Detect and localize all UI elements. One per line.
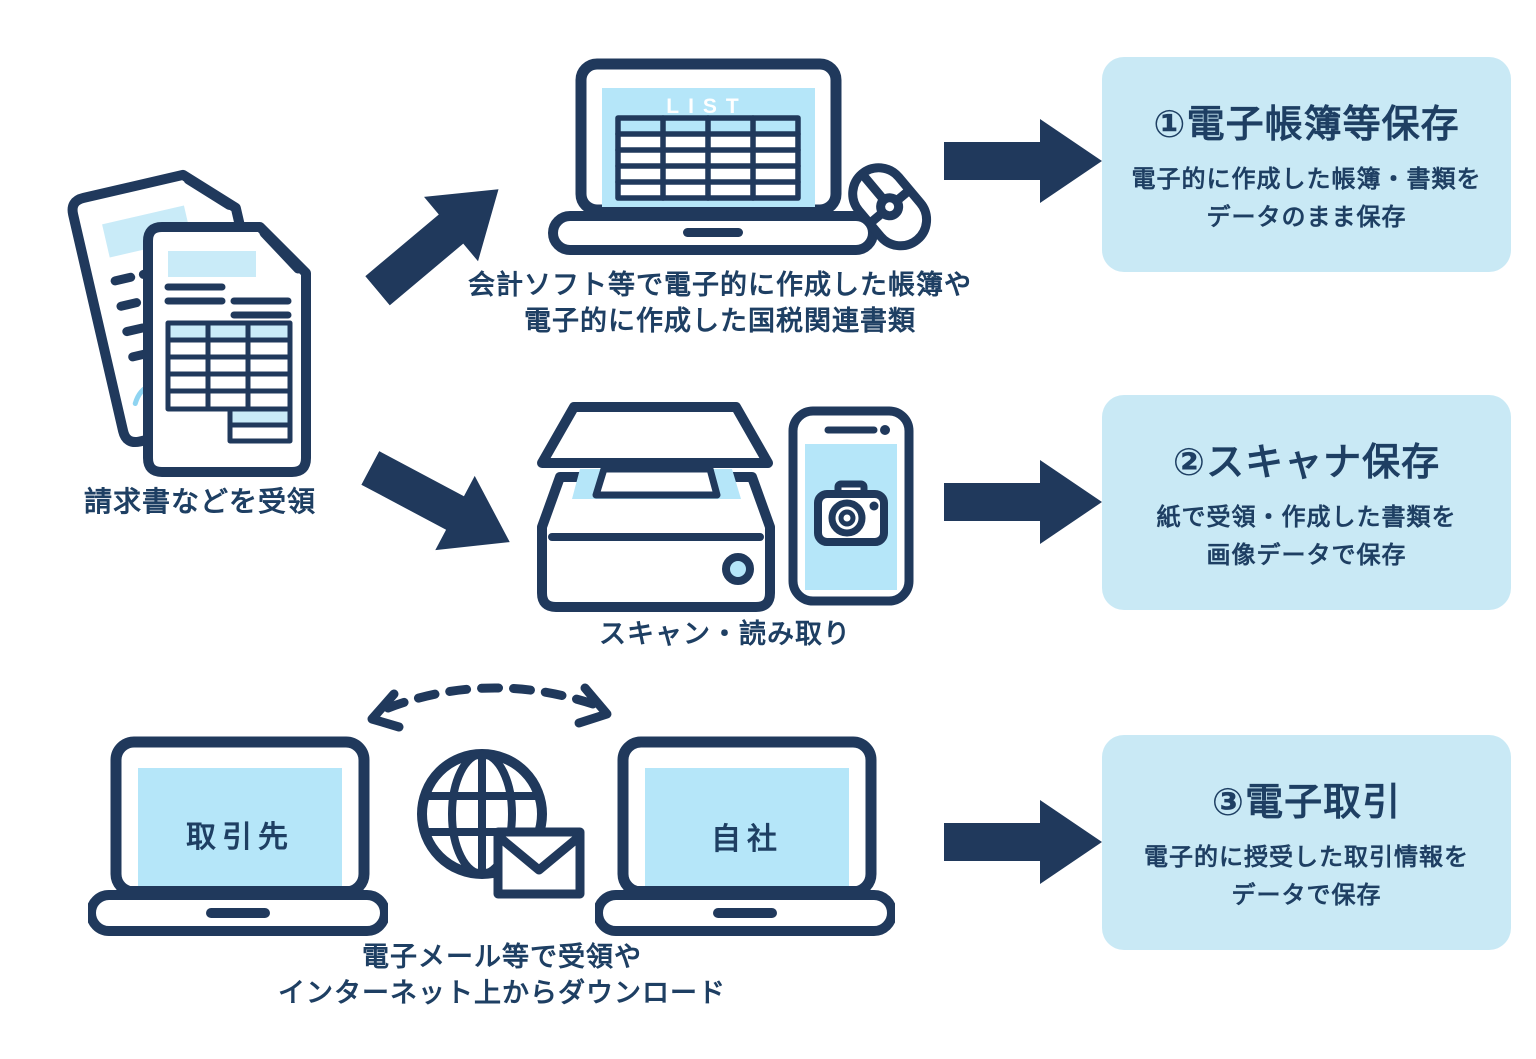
- result-desc: 電子的に作成した帳簿・書類を データのまま保存: [1132, 161, 1482, 235]
- result-title: ③電子取引: [1211, 782, 1402, 825]
- arrow-down-right-icon: [361, 451, 510, 551]
- result-title: ②スキャナ保存: [1172, 442, 1441, 485]
- partner-laptop-icon: [88, 736, 388, 936]
- result-desc-line1: 電子的に授受した取引情報を: [1144, 844, 1469, 872]
- flow1-caption-line1: 会計ソフト等で電子的に作成した帳簿や: [468, 270, 972, 300]
- flow3-caption-line1: 電子メール等で受領や: [362, 942, 642, 972]
- envelope-icon: [493, 827, 585, 899]
- company-laptop-icon: [595, 736, 895, 936]
- dashed-exchange-arrow-icon: [367, 683, 612, 732]
- arrow-up-right-icon: [365, 189, 499, 306]
- arrow-right-icon: [944, 460, 1102, 544]
- flow3-caption: 電子メール等で受領や インターネット上からダウンロード: [262, 940, 742, 1011]
- flow1-caption: 会計ソフト等で電子的に作成した帳簿や 電子的に作成した国税関連書類: [425, 268, 1015, 339]
- flow1-caption-line2: 電子的に作成した国税関連書類: [524, 305, 916, 336]
- globe-email-icon: [417, 749, 585, 899]
- result-box-scanner-storage: ②スキャナ保存 紙で受領・作成した書類を 画像データで保存: [1102, 395, 1511, 610]
- result-title: ①電子帳簿等保存: [1153, 104, 1460, 147]
- receive-caption: 請求書などを受領: [83, 486, 316, 517]
- camera-icon: [814, 480, 888, 546]
- laptop-spreadsheet-icon: [548, 58, 932, 255]
- flow3-caption-line2: インターネット上からダウンロード: [278, 977, 726, 1008]
- result-desc-line1: 電子的に作成した帳簿・書類を: [1131, 166, 1482, 194]
- arrow-right-icon: [944, 119, 1102, 203]
- company-laptop-label: 自社: [711, 823, 783, 856]
- result-desc: 紙で受領・作成した書類を 画像データで保存: [1157, 499, 1457, 573]
- smartphone-camera-icon: [788, 406, 914, 606]
- mouse-icon: [848, 163, 932, 251]
- result-desc-line2: データで保存: [1231, 881, 1382, 909]
- flow2-caption: スキャン・読み取り: [599, 619, 851, 649]
- partner-laptop-label: 取引先: [186, 821, 294, 854]
- result-desc-line1: 紙で受領・作成した書類を: [1156, 504, 1457, 532]
- result-desc-line2: 画像データで保存: [1206, 541, 1407, 569]
- laptop-screen-label: LIST: [666, 95, 748, 118]
- arrow-right-icon: [944, 800, 1102, 884]
- result-desc-line2: データのまま保存: [1206, 203, 1407, 231]
- result-box-electronic-transactions: ③電子取引 電子的に授受した取引情報を データで保存: [1102, 735, 1511, 950]
- result-box-electronic-books: ①電子帳簿等保存 電子的に作成した帳簿・書類を データのまま保存: [1102, 57, 1511, 272]
- scanner-icon: [537, 402, 775, 612]
- result-desc: 電子的に授受した取引情報を データで保存: [1144, 839, 1469, 913]
- documents-icon: [67, 169, 311, 477]
